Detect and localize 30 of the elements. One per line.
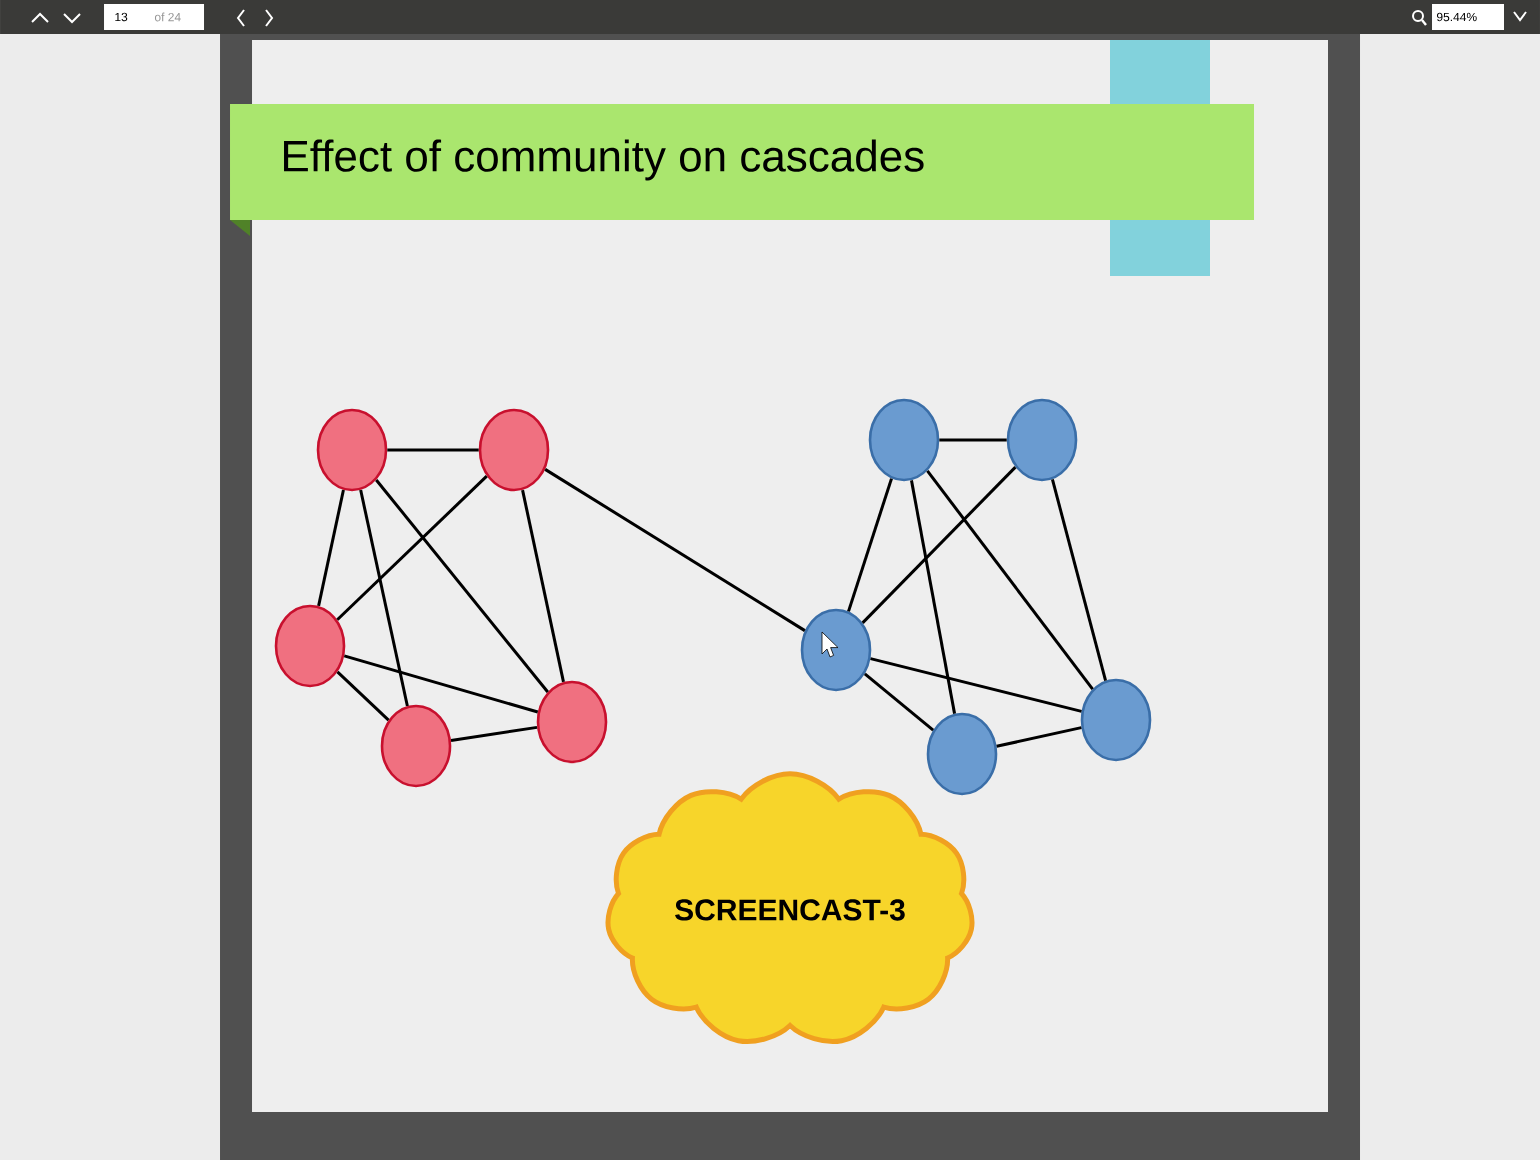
- network-node: [478, 408, 550, 492]
- network-node: [274, 604, 346, 688]
- network-edge: [861, 466, 1017, 624]
- network-edge: [544, 468, 806, 632]
- network-edge: [387, 448, 479, 452]
- network-edge: [939, 438, 1007, 442]
- network-edge: [375, 479, 549, 693]
- network-edge: [863, 672, 935, 732]
- network-edge: [847, 478, 893, 612]
- network-edge: [870, 657, 1082, 713]
- network-edge: [450, 725, 538, 743]
- network-node: [800, 608, 872, 692]
- network-edge: [996, 726, 1082, 748]
- network-node: [1006, 398, 1078, 482]
- network-node: [926, 712, 998, 796]
- network-edge: [359, 489, 409, 707]
- network-edge: [926, 470, 1094, 690]
- network-node: [316, 408, 388, 492]
- title-banner: Effect of community on cascades: [230, 104, 1254, 236]
- network-edge: [910, 480, 957, 714]
- network-node: [536, 680, 608, 764]
- network-node: [868, 398, 940, 482]
- network-node: [380, 704, 452, 788]
- network-edge: [336, 475, 488, 621]
- network-edge: [336, 670, 390, 722]
- network-edge: [343, 654, 539, 714]
- network-edge: [521, 489, 565, 683]
- network-edge: [317, 489, 345, 607]
- network-node: [1080, 678, 1152, 762]
- network-edge: [1051, 479, 1108, 681]
